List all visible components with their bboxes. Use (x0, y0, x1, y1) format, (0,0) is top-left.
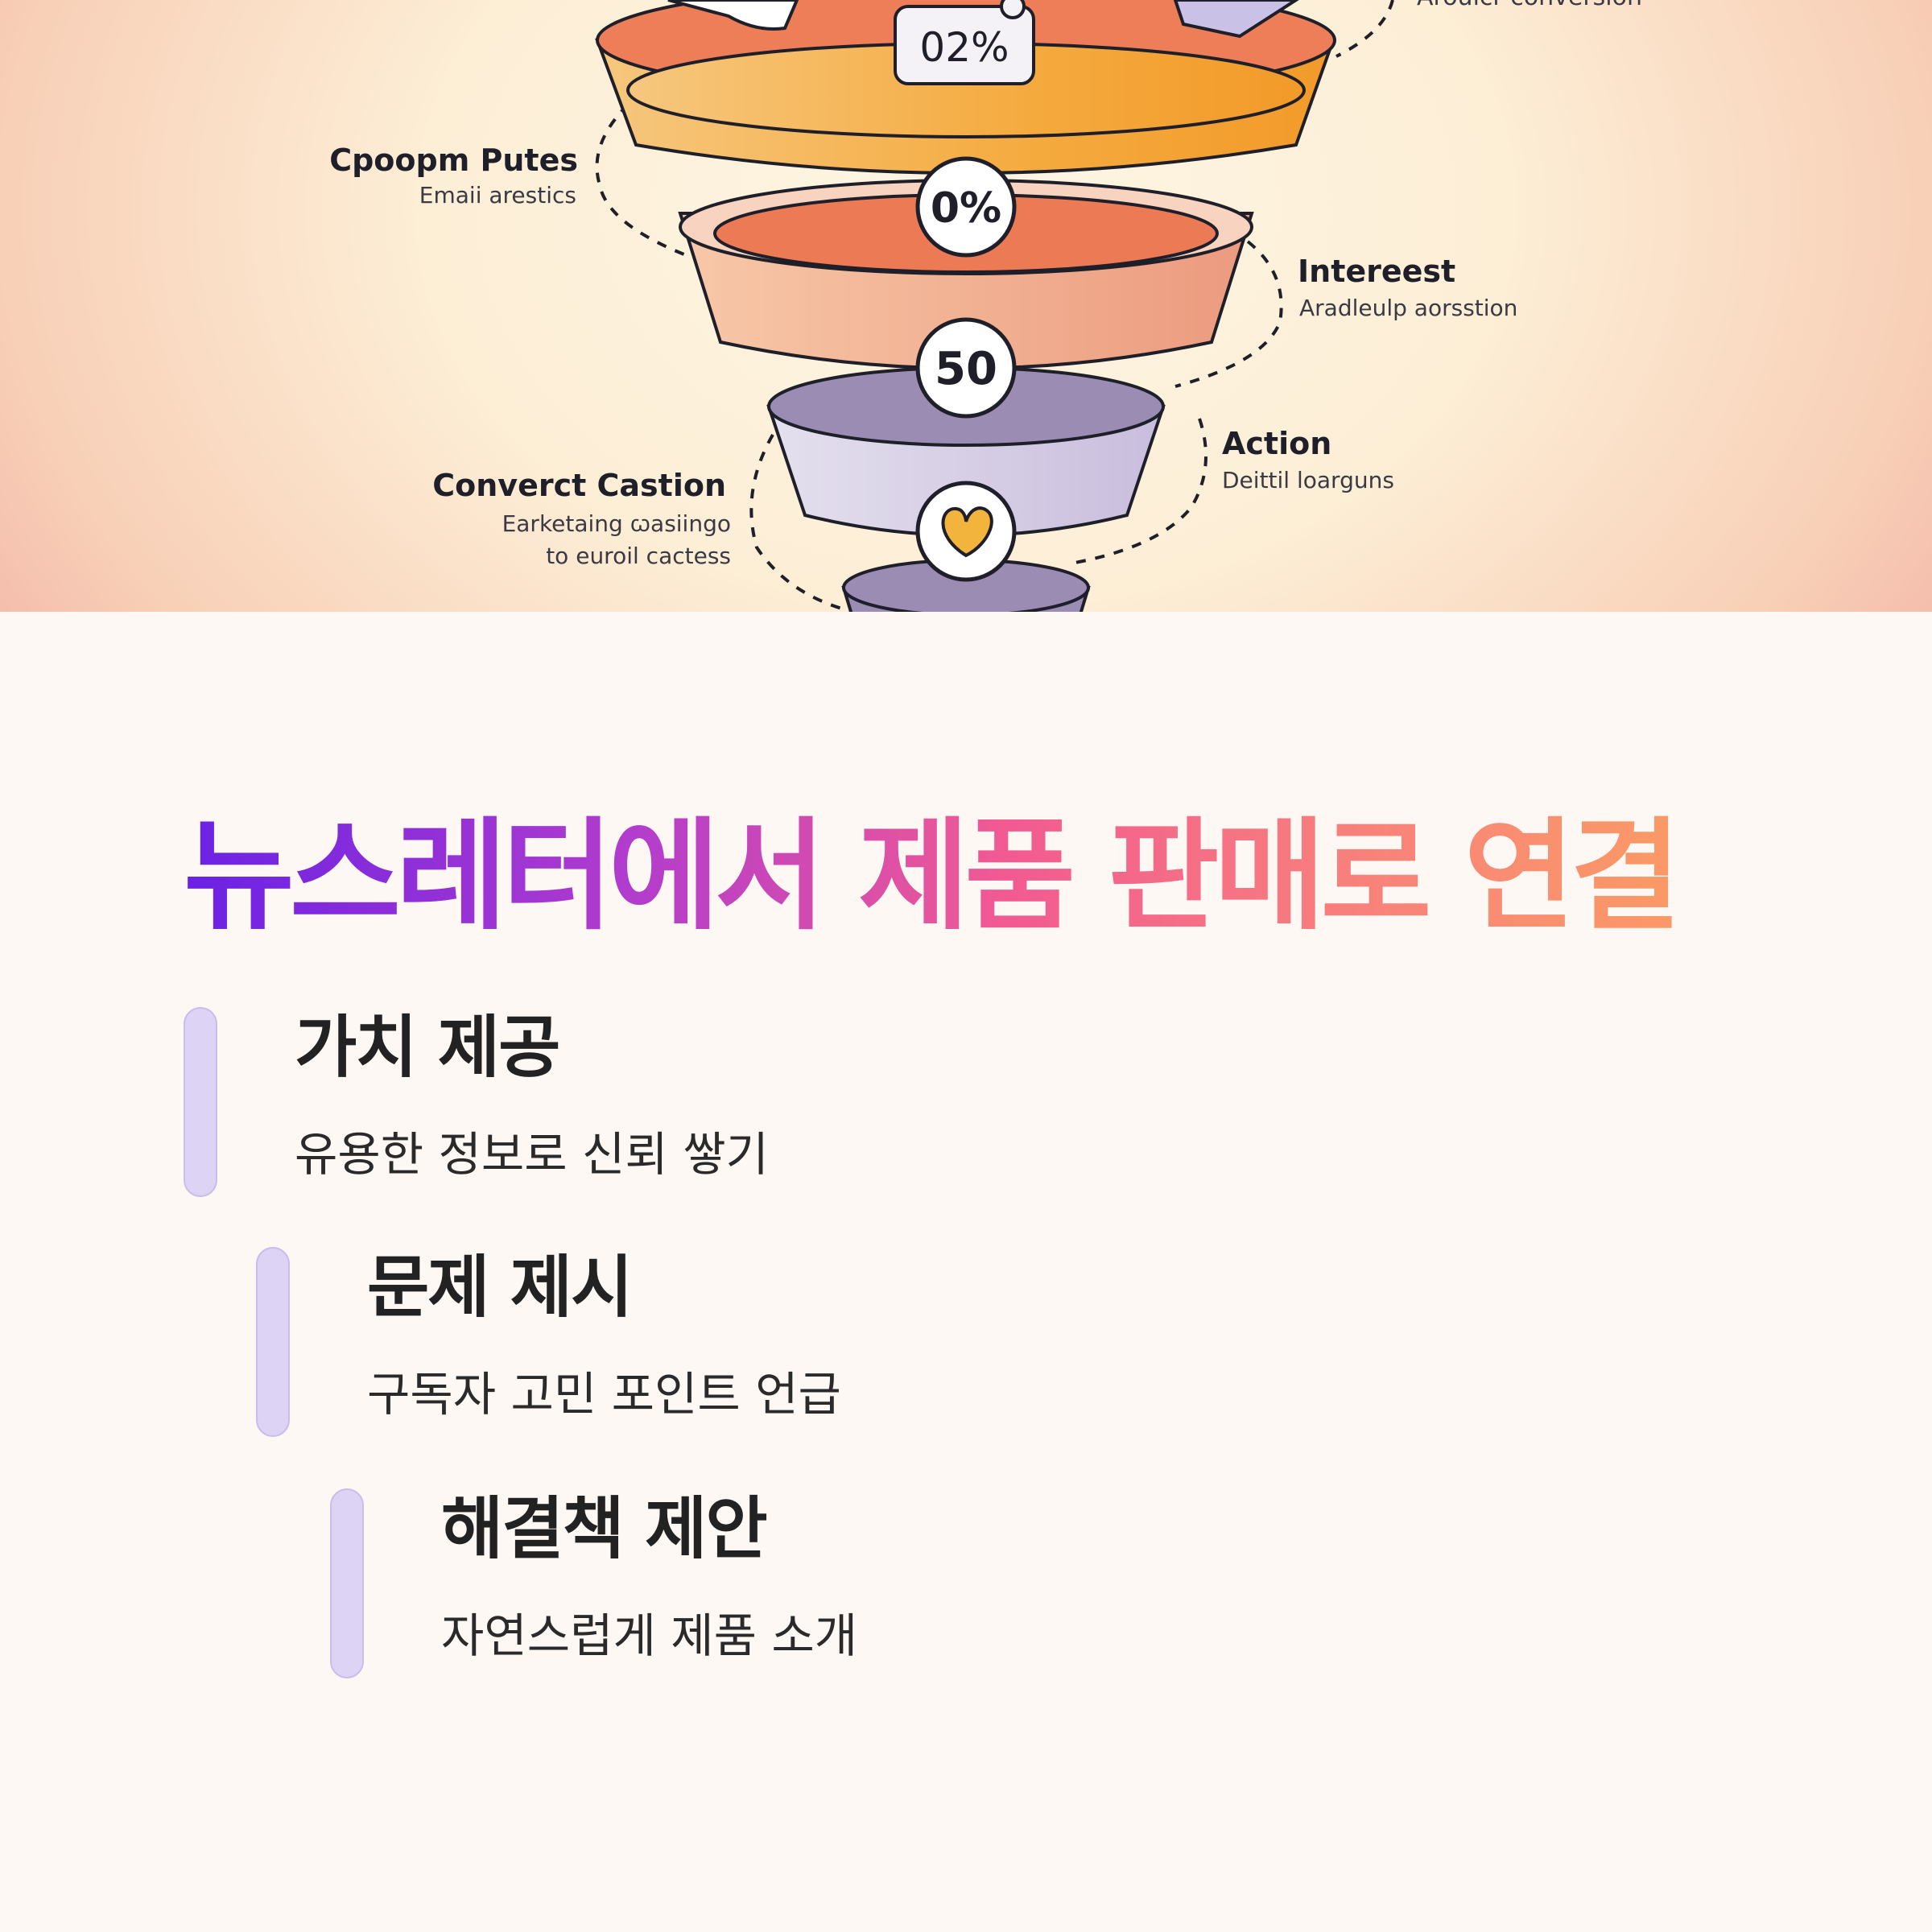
label-sub: Aradleulp aorsstion (1299, 295, 1517, 321)
badge-50: 50 (915, 317, 1017, 419)
badge-0-percent: 0% (915, 156, 1017, 258)
envelope-icon (667, 0, 799, 31)
heart-icon (915, 481, 1017, 582)
funnel-layer-conversion (841, 559, 1091, 612)
step-marker (184, 1007, 217, 1197)
funnel-layer-action (766, 366, 1166, 537)
badge-label: 50 (935, 343, 997, 395)
label-sub: Earketaing ꞷasiingo (502, 510, 731, 537)
label-title: Converct Castion (432, 468, 726, 503)
step-marker (256, 1247, 290, 1437)
badge-label: 02% (919, 24, 1009, 71)
step-title: 문제 제시 (367, 1248, 633, 1327)
page-title: 뉴스레터에서 제품 판매로 연결 (184, 807, 1682, 947)
step-description: 유용한 정보로 신뢰 쌓기 (295, 1127, 769, 1182)
label-title: Cpoopm Putes (329, 142, 578, 178)
step-title: 가치 제공 (295, 1008, 560, 1087)
step-description: 구독자 고민 포인트 언급 (367, 1367, 841, 1422)
label-sub: to euroil cactess (546, 543, 731, 569)
step-title: 해결책 제안 (441, 1489, 768, 1568)
dashed-connectors (595, 0, 1394, 612)
label-top-note: Aroulcr conversion (1417, 0, 1642, 11)
funnel-illustration: 02% 0% 50 Aroulcr conversion Cpoopm Pute… (0, 0, 1932, 612)
box-icon (1173, 0, 1299, 39)
funnel-graphic: 02% 0% 50 Aroulcr conversion Cpoopm Pute… (329, 0, 1642, 612)
step-marker (330, 1488, 364, 1678)
label-sub: Deittil loarguns (1222, 467, 1394, 493)
badge-02-percent: 02% (894, 0, 1035, 85)
step-description: 자연스럽게 제품 소개 (441, 1608, 858, 1663)
label-sub: Emaii arestics (419, 182, 576, 208)
label-title: Intereest (1298, 254, 1455, 289)
badge-label: 0% (931, 184, 1001, 233)
label-title: Action (1222, 426, 1331, 461)
